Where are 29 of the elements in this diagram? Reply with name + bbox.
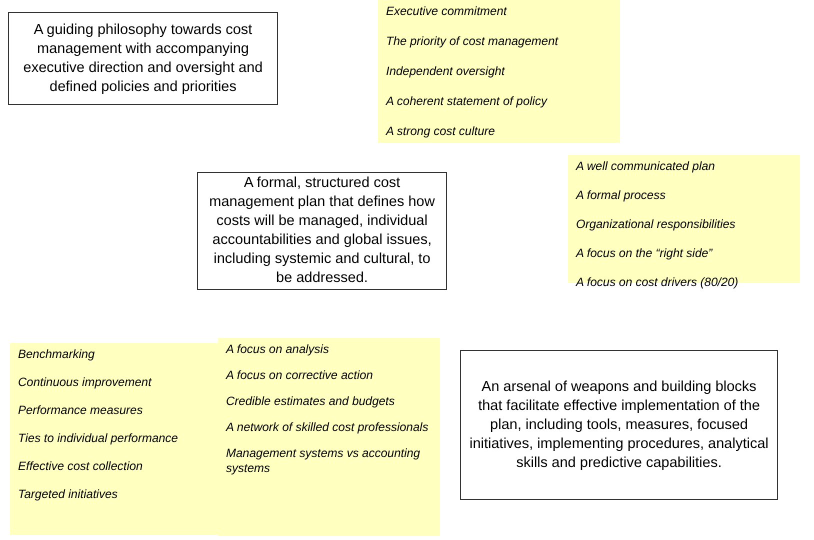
list-item: The priority of cost management: [386, 34, 560, 49]
note-panel: [378, 0, 620, 143]
list-item: A focus on corrective action: [226, 368, 374, 383]
list-item: Organizational responsibilities: [576, 217, 736, 232]
list-item: A network of skilled cost professionals: [226, 420, 430, 435]
list-item: A focus on the “right side”: [576, 246, 714, 261]
note-panel: [218, 338, 440, 536]
list-item: Continuous improvement: [18, 375, 153, 390]
note-panel: [10, 343, 218, 535]
list-item: Credible estimates and budgets: [226, 394, 396, 409]
list-item: A focus on cost drivers (80/20): [576, 275, 740, 290]
list-item: Executive commitment: [386, 4, 508, 19]
list-item: Targeted initiatives: [18, 487, 119, 502]
list-item: Management systems vs accounting systems: [226, 446, 422, 476]
list-item: A focus on analysis: [226, 342, 330, 357]
description-text: A guiding philosophy towards cost management with accompanying executive direction and oversight and defined policies and priorities: [22, 20, 264, 96]
list-item: Effective cost collection: [18, 459, 144, 474]
description-text: A formal, structured cost management plan that defines how costs will be managed, individual accountabilities and global issues, including systemic and cultural, to be addressed.: [208, 174, 436, 288]
text-box: [8, 12, 278, 105]
list-item: A strong cost culture: [386, 124, 496, 139]
list-item: Independent oversight: [386, 64, 506, 79]
list-item: A coherent statement of policy: [386, 94, 548, 109]
description-text: An arsenal of weapons and building blocks that facilitate effective implementation of the plan, including tools, measures, focused initiatives, implementing procedures, analytical skills and predictive capabilities.: [469, 378, 769, 472]
list-item: Ties to individual performance: [18, 431, 179, 446]
list-item: Benchmarking: [18, 347, 96, 362]
list-item: Performance measures: [18, 403, 144, 418]
list-item: A well communicated plan: [576, 159, 716, 174]
list-item: A formal process: [576, 188, 667, 203]
text-box: [460, 350, 778, 500]
